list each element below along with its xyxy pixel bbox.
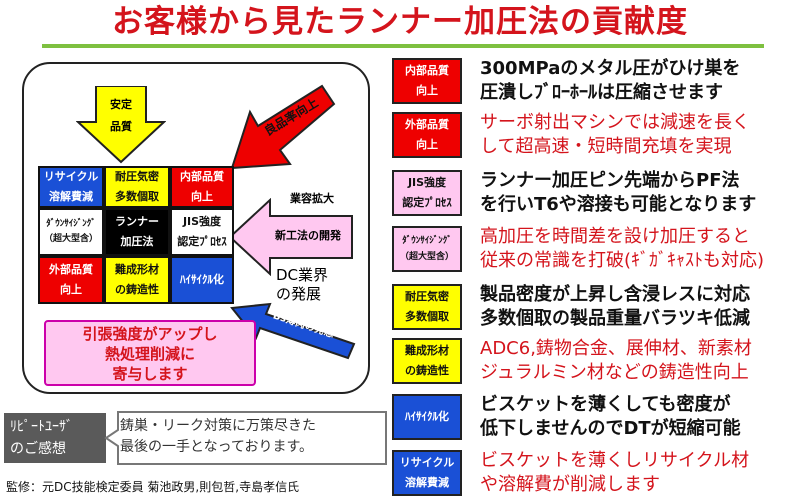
page-title: お客様から見たランナー加圧法の貢献度 (112, 4, 688, 40)
row-text-internal-quality: 300MPaのメタル圧がひけ巣を 圧潰しﾌﾞﾛｰﾎｰﾙは圧縮させます (480, 58, 741, 103)
grid-cell-jis: JIS強度 認定ﾌﾟﾛｾｽ (170, 208, 234, 256)
grid-cell-internal-quality: 内部品質 向上 (170, 166, 234, 208)
repeat-user-quote: 鋳巣・リーク対策に万策尽きた 最後の一手となっております。 (120, 418, 316, 455)
tensile-strength-box: 引張強度がアップし 熱処理削減に 寄与します (44, 320, 256, 386)
business-expansion-label: 業容拡大 (290, 192, 334, 205)
grid-cell-recycle: リサイクル 溶解費減 (38, 166, 104, 208)
repeat-user-label: ﾘﾋﾟｰﾄﾕｰｻﾞ のご感想 (4, 413, 106, 463)
row-label-recycle: リサイクル 溶解費減 (392, 450, 462, 496)
title-underline (42, 44, 764, 48)
thin-biscuit-arrow (230, 302, 356, 360)
row-label-difficult-material: 難成形材 の鋳造性 (392, 338, 462, 384)
row-label-external-quality: 外部品質 向上 (392, 112, 462, 158)
grid-cell-high-cycle: ﾊｲｻｲｸﾙ化 (170, 256, 234, 304)
yield-rate-arrow (230, 84, 336, 170)
stable-quality-label: 安定 品質 (110, 98, 132, 133)
row-text-jis: ランナー加圧ピン先端からPF法 を行いT6や溶接も可能となります (480, 170, 757, 215)
new-method-arrow (228, 198, 353, 276)
dc-industry-label: DC業界 の発展 (276, 266, 329, 303)
grid-cell-runner-method: ランナー 加圧法 (104, 208, 170, 256)
row-label-internal-quality: 内部品質 向上 (392, 58, 462, 104)
grid-cell-downsizing: ﾀﾞｳﾝｻｲｼﾞﾝｸﾞ （超大型含） (38, 208, 104, 256)
row-text-pressure: 製品密度が上昇し含浸レスに対応 多数個取の製品重量バラツキ低減 (480, 284, 750, 329)
grid-cell-difficult-material: 難成形材 の鋳造性 (104, 256, 170, 304)
row-label-high-cycle: ﾊｲｻｲｸﾙ化 (392, 394, 462, 440)
row-text-external-quality: サーボ射出マシンでは減速を長く して超高速・短時間充填を実現 (480, 112, 750, 157)
grid-cell-pressure: 耐圧気密 多数個取 (104, 166, 170, 208)
row-label-jis: JIS強度 認定ﾌﾟﾛｾｽ (392, 170, 462, 216)
row-text-difficult-material: ADC6,鋳物合金、展伸材、新素材 ジュラルミン材などの鋳造性向上 (480, 338, 752, 383)
row-text-high-cycle: ビスケットを薄くしても密度が 低下しませんのでDTが短縮可能 (480, 394, 741, 439)
row-label-pressure: 耐圧気密 多数個取 (392, 284, 462, 330)
supervision-credit: 監修：元DC技能検定委員 菊池政男,則包哲,寺島孝信氏 (6, 480, 300, 494)
row-text-downsizing: 高加圧を時間差を設け加圧すると 従来の常識を打破(ｷﾞｶﾞｷｬｽﾄも対応) (480, 226, 765, 271)
stable-quality-arrow (76, 86, 166, 164)
grid-cell-external-quality: 外部品質 向上 (38, 256, 104, 304)
row-text-recycle: ビスケットを薄くしリサイクル材 や溶解費が削減します (480, 450, 750, 495)
new-method-label: 新工法の開発 (275, 229, 341, 242)
repeat-user-quote-bubble (104, 411, 387, 465)
row-label-downsizing: ﾀﾞｳﾝｻｲｼﾞﾝｸﾞ （超大型含） (392, 226, 462, 272)
